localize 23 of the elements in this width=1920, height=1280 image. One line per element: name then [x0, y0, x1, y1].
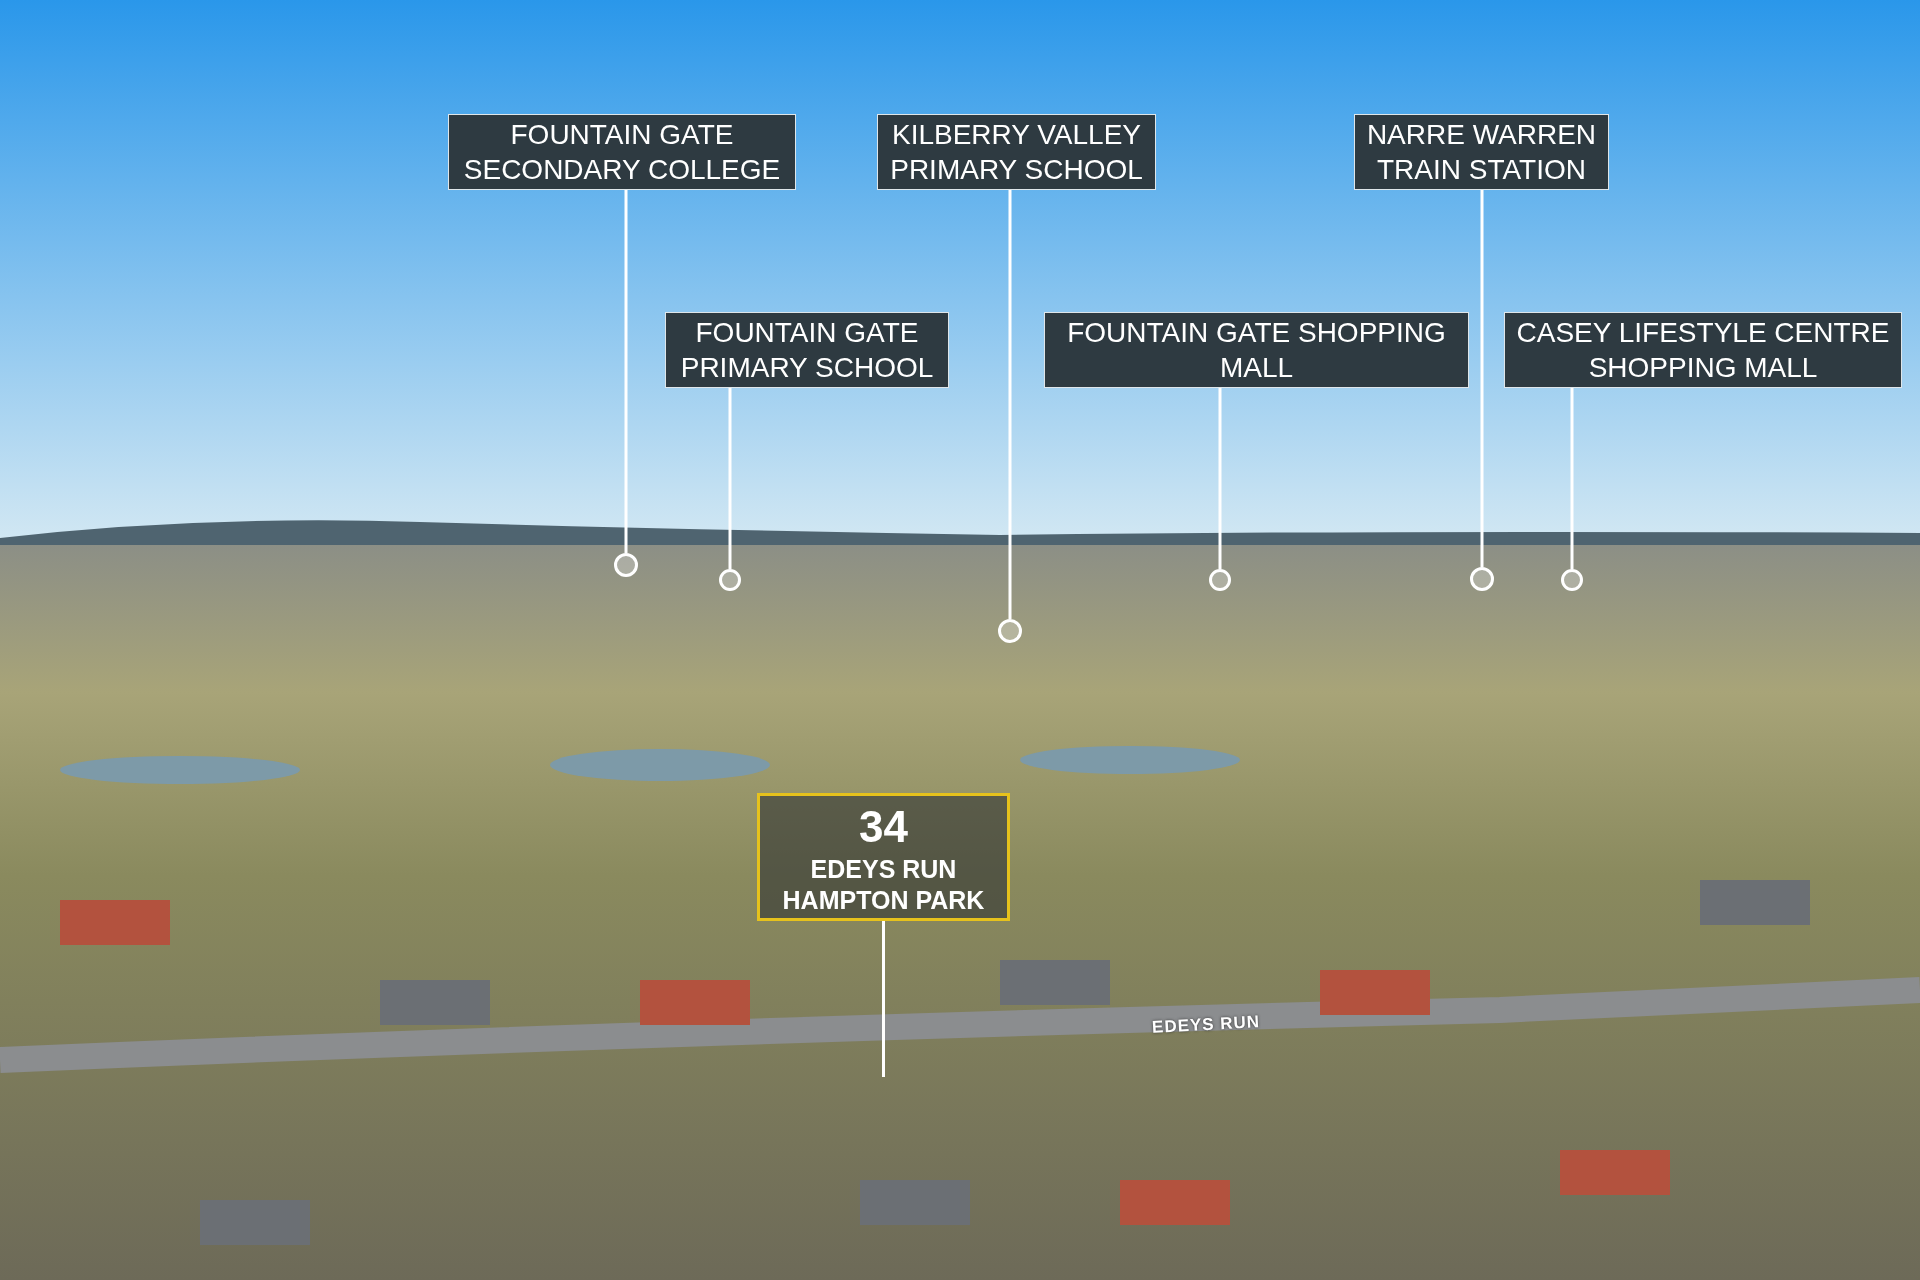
leader-line	[1480, 190, 1484, 567]
leader-line	[1008, 190, 1012, 619]
location-pin-marker	[719, 569, 741, 591]
place-label: CASEY LIFESTYLE CENTRE SHOPPING MALL	[1504, 312, 1902, 388]
place-label: KILBERRY VALLEY PRIMARY SCHOOL	[877, 114, 1156, 190]
leader-line	[728, 388, 732, 569]
leader-line	[624, 190, 628, 553]
location-pin-marker	[614, 553, 638, 577]
location-pin-marker	[1561, 569, 1583, 591]
location-pin-marker	[1470, 567, 1494, 591]
place-label: FOUNTAIN GATE SHOPPING MALL	[1044, 312, 1469, 388]
place-label: FOUNTAIN GATE SECONDARY COLLEGE	[448, 114, 796, 190]
place-label: NARRE WARREN TRAIN STATION	[1354, 114, 1609, 190]
place-label: FOUNTAIN GATE PRIMARY SCHOOL	[665, 312, 949, 388]
leader-line	[882, 921, 885, 1077]
address-callout	[757, 793, 1010, 921]
location-pin-marker	[998, 619, 1022, 643]
street-name: EDEYS RUN	[1151, 1012, 1261, 1038]
address-text: EDEYS RUN HAMPTON PARK	[781, 854, 986, 916]
leader-line	[1218, 388, 1222, 569]
leader-line	[1570, 388, 1574, 569]
house-number: 34	[858, 801, 909, 853]
location-pin-marker	[1209, 569, 1231, 591]
